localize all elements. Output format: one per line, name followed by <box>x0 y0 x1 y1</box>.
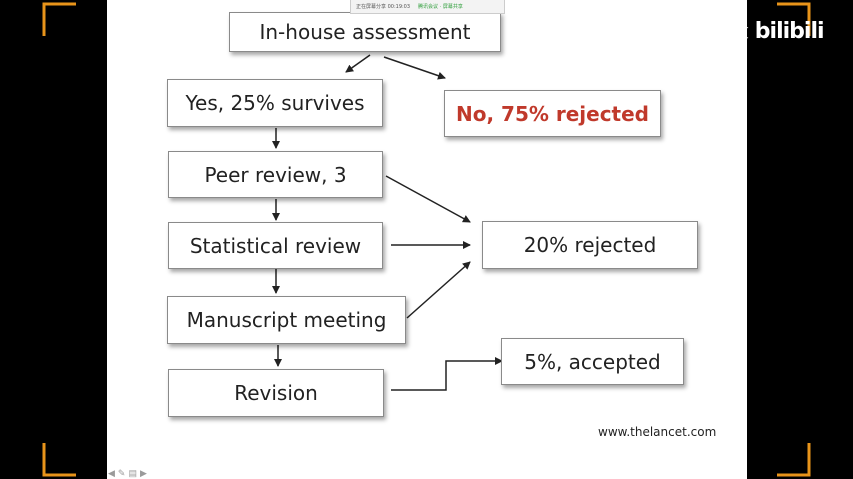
arrow-peer-to-rejected <box>385 175 471 223</box>
arrow-meeting-to-rejected <box>406 261 471 319</box>
recording-timer: 正在屏幕分享 00:19:03 <box>356 4 411 10</box>
box-in-house-assessment: In-house assessment <box>229 12 501 52</box>
forward-arrow-icon[interactable]: ▶ <box>139 468 147 478</box>
box-yes-survives: Yes, 25% survives <box>167 79 383 127</box>
arrow-revision-to-accepted <box>391 357 503 391</box>
box-no-rejected: No, 75% rejected <box>444 90 661 137</box>
bilibili-watermark: 文献 论文 bilibili <box>684 14 825 48</box>
arrow-assessment-to-no <box>383 56 446 80</box>
screen-share-status-bar[interactable]: 正在屏幕分享 00:19:03 腾讯会议 · 屏幕共享 <box>350 0 505 14</box>
corner-bracket-bottom-left <box>42 443 76 477</box>
box-20-rejected: 20% rejected <box>482 221 698 269</box>
corner-bracket-bottom-right <box>777 443 811 477</box>
box-peer-review: Peer review, 3 <box>168 151 383 198</box>
corner-bracket-top-left <box>42 2 76 36</box>
meeting-status: 腾讯会议 · 屏幕共享 <box>418 4 463 10</box>
source-url: www.thelancet.com <box>598 425 717 439</box>
box-statistical-review: Statistical review <box>168 222 383 269</box>
slide-nav-controls[interactable]: ◀ ✎ ▤ ▶ <box>108 468 147 479</box>
pen-icon[interactable]: ✎ <box>117 468 126 478</box>
channel-name: 文献 论文 <box>684 22 749 41</box>
box-manuscript-meeting: Manuscript meeting <box>167 296 406 344</box>
box-revision: Revision <box>168 369 384 417</box>
corner-bracket-top-right <box>777 2 811 36</box>
bilibili-logo: bilibili <box>754 18 825 44</box>
arrow-assessment-to-yes <box>345 54 371 73</box>
back-arrow-icon[interactable]: ◀ <box>108 468 115 478</box>
slides-icon[interactable]: ▤ <box>128 468 137 478</box>
box-5-accepted: 5%, accepted <box>501 338 684 385</box>
